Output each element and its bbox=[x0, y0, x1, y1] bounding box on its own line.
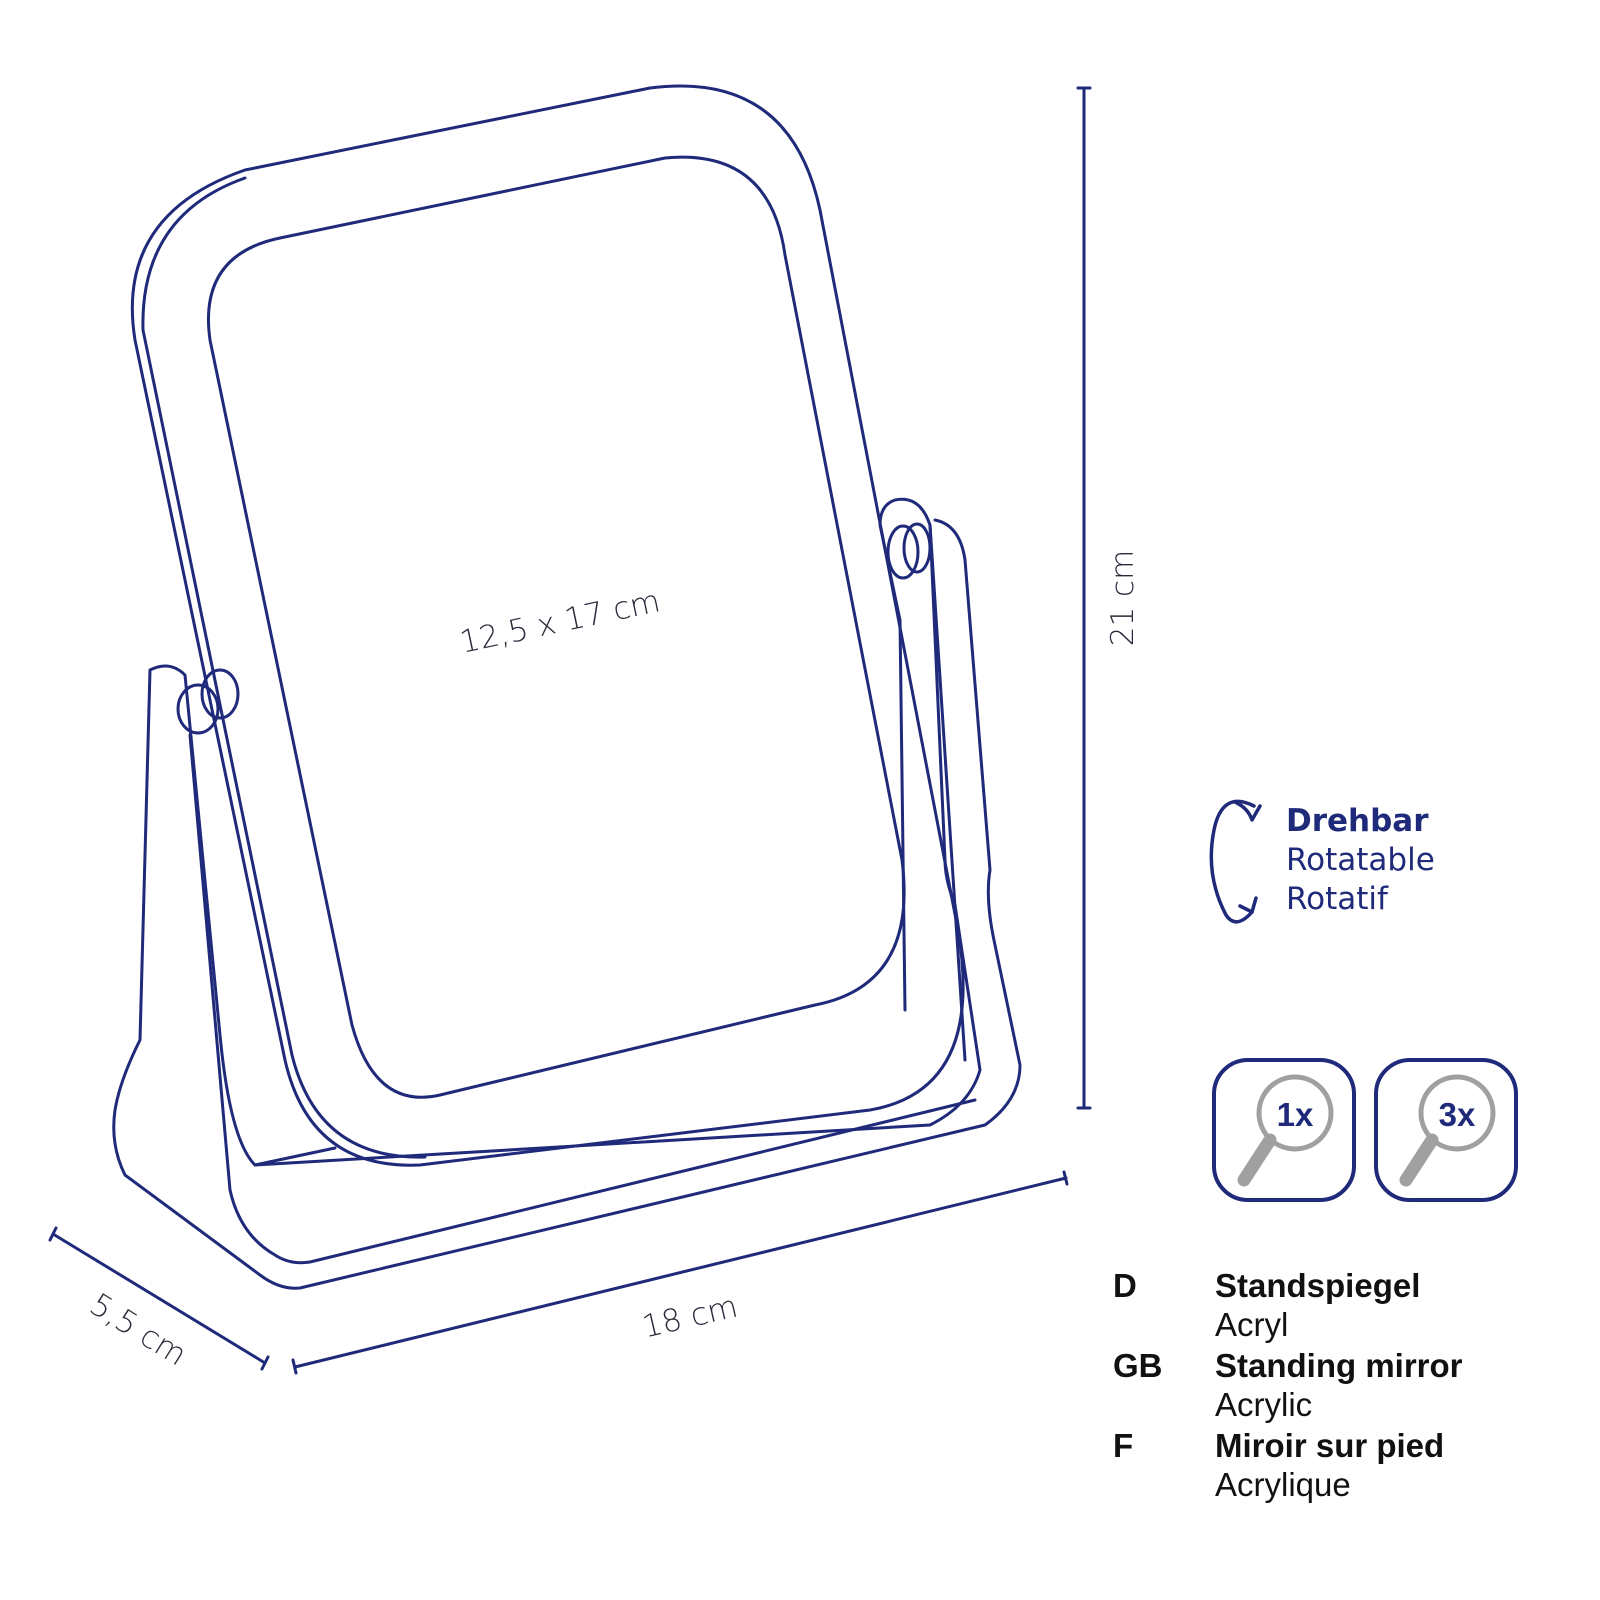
right-pivot-knob bbox=[886, 524, 920, 580]
mirror-frame-outer bbox=[130, 84, 965, 1167]
stand-shelf bbox=[253, 1146, 337, 1167]
mirror-glass bbox=[207, 155, 906, 1099]
legend-row-de: D Standspiegel Acryl bbox=[1113, 1266, 1583, 1344]
magnification-3x-label: 3x bbox=[1439, 1096, 1476, 1133]
rotation-label-de: Drehbar bbox=[1286, 803, 1429, 839]
language-code: GB bbox=[1113, 1347, 1163, 1384]
left-pivot-knob bbox=[176, 683, 220, 735]
magnification-1x-badge bbox=[1212, 1058, 1356, 1202]
height-label: 21 cm bbox=[1105, 550, 1141, 647]
product-material: Acryl bbox=[1215, 1306, 1289, 1343]
language-code: D bbox=[1113, 1267, 1137, 1304]
rotate-icon bbox=[1209, 799, 1262, 924]
depth-label: 5,5 cm bbox=[83, 1287, 192, 1374]
product-material: Acrylique bbox=[1215, 1466, 1351, 1503]
height-dimension-line bbox=[1076, 86, 1092, 1110]
magnification-3x-badge bbox=[1374, 1058, 1518, 1202]
product-legend: D Standspiegel Acryl GB Standing mirror … bbox=[1113, 1266, 1583, 1506]
rotation-label-en: Rotatable bbox=[1286, 842, 1435, 878]
legend-row-gb: GB Standing mirror Acrylic bbox=[1113, 1346, 1583, 1424]
stand-inner bbox=[188, 733, 977, 1265]
rotation-label-fr: Rotatif bbox=[1286, 881, 1389, 917]
product-name: Standing mirror bbox=[1215, 1347, 1463, 1384]
legend-row-f: F Miroir sur pied Acrylique bbox=[1113, 1426, 1583, 1504]
magnifier-icon bbox=[1237, 1074, 1334, 1187]
mirror-frame-edge bbox=[141, 176, 427, 1159]
width-dimension-line bbox=[291, 1170, 1069, 1375]
stand-right-post bbox=[928, 523, 967, 1062]
magnification-1x-label: 1x bbox=[1277, 1096, 1314, 1133]
width-label: 18 cm bbox=[639, 1289, 741, 1346]
product-material: Acrylic bbox=[1215, 1386, 1313, 1423]
magnifier-icon bbox=[1399, 1074, 1496, 1187]
mirror-size-label: 12,5 x 17 cm bbox=[457, 583, 664, 661]
depth-dimension-line bbox=[48, 1226, 270, 1371]
language-code: F bbox=[1113, 1427, 1134, 1464]
product-name: Miroir sur pied bbox=[1215, 1427, 1445, 1464]
product-name: Standspiegel bbox=[1215, 1267, 1421, 1304]
stand-base bbox=[112, 497, 1022, 1290]
